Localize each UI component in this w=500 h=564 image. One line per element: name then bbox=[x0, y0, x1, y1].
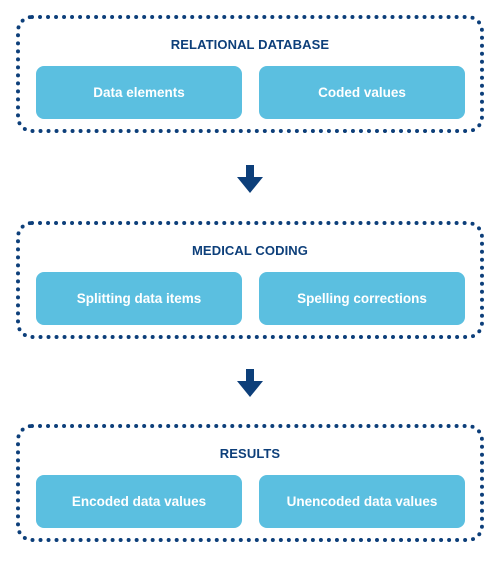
box-coded-values: Coded values bbox=[259, 66, 465, 119]
box-encoded-data-values: Encoded data values bbox=[36, 475, 242, 528]
box-unencoded-data-values: Unencoded data values bbox=[259, 475, 465, 528]
box-label: Splitting data items bbox=[76, 291, 202, 306]
group-title: RESULTS bbox=[219, 446, 281, 461]
arrow-down-icon bbox=[237, 165, 263, 193]
group-title: MEDICAL CODING bbox=[192, 243, 308, 258]
box-splitting-data-items: Splitting data items bbox=[36, 272, 242, 325]
box-label: Spelling corrections bbox=[297, 291, 427, 306]
group-relational-database: RELATIONAL DATABASE Data elements Coded … bbox=[16, 15, 484, 133]
arrow-down-icon bbox=[237, 369, 263, 397]
box-spelling-corrections: Spelling corrections bbox=[259, 272, 465, 325]
group-medical-coding: MEDICAL CODING Splitting data items Spel… bbox=[16, 221, 484, 339]
box-data-elements: Data elements bbox=[36, 66, 242, 119]
box-label: Unencoded data values bbox=[286, 494, 438, 509]
box-label: Data elements bbox=[93, 85, 185, 100]
group-results: RESULTS Encoded data values Unencoded da… bbox=[16, 424, 484, 542]
box-label: Coded values bbox=[318, 85, 406, 100]
box-label: Encoded data values bbox=[71, 494, 207, 509]
group-title: RELATIONAL DATABASE bbox=[170, 37, 330, 52]
